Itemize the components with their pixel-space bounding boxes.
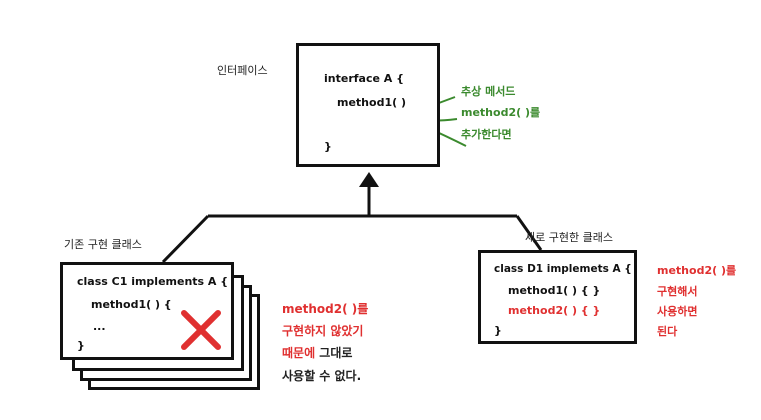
interface-note-line3: 추가한다면 [461, 128, 512, 141]
existing-note-line4: 사용할 수 없다. [282, 369, 362, 383]
existing-class-box: class C1 implements A { method1( ) { ...… [60, 262, 234, 360]
interface-note-line1: 추상 메서드 [461, 85, 516, 98]
new-class-declaration: class D1 implemets A { [494, 263, 632, 275]
interface-box: interface A { method1( ) } [296, 43, 440, 167]
new-note-line1: method2( )를 [657, 264, 737, 277]
existing-note-line3: 때문에 그대로 [282, 344, 352, 361]
interface-method1: method1( ) [337, 96, 406, 109]
new-class-caption: 새로 구현한 클래스 [525, 231, 613, 244]
existing-note-line2: 구현하지 않았기 [282, 324, 364, 338]
existing-class-caption: 기존 구현 클래스 [64, 238, 142, 251]
new-note-line3: 사용하면 [657, 305, 698, 318]
new-class-method1: method1( ) { } [508, 284, 601, 297]
existing-note-line1: method2( )를 [282, 302, 369, 316]
branch-left [161, 214, 210, 264]
existing-class-method1: method1( ) { [91, 298, 172, 311]
branch-right [515, 215, 543, 251]
interface-close-brace: } [324, 140, 332, 153]
existing-note-line3-dark: 그대로 [315, 346, 353, 360]
new-note-line4: 된다 [657, 325, 678, 338]
new-class-method2: method2( ) { } [508, 304, 601, 317]
existing-class-declaration: class C1 implements A { [77, 275, 229, 288]
new-class-close-brace: } [494, 324, 502, 337]
existing-class-ellipsis: ... [93, 320, 106, 333]
existing-note-line3-red: 때문에 [282, 346, 316, 360]
interface-caption: 인터페이스 [217, 64, 268, 77]
interface-note-line2: method2( )를 [461, 106, 541, 119]
existing-class-close-brace: } [77, 339, 85, 352]
new-class-box: class D1 implemets A { method1( ) { } me… [478, 250, 637, 344]
cross-icon [181, 310, 221, 350]
new-note-line2: 구현해서 [657, 285, 698, 298]
arrow-head [359, 172, 379, 187]
interface-declaration: interface A { [324, 72, 404, 85]
